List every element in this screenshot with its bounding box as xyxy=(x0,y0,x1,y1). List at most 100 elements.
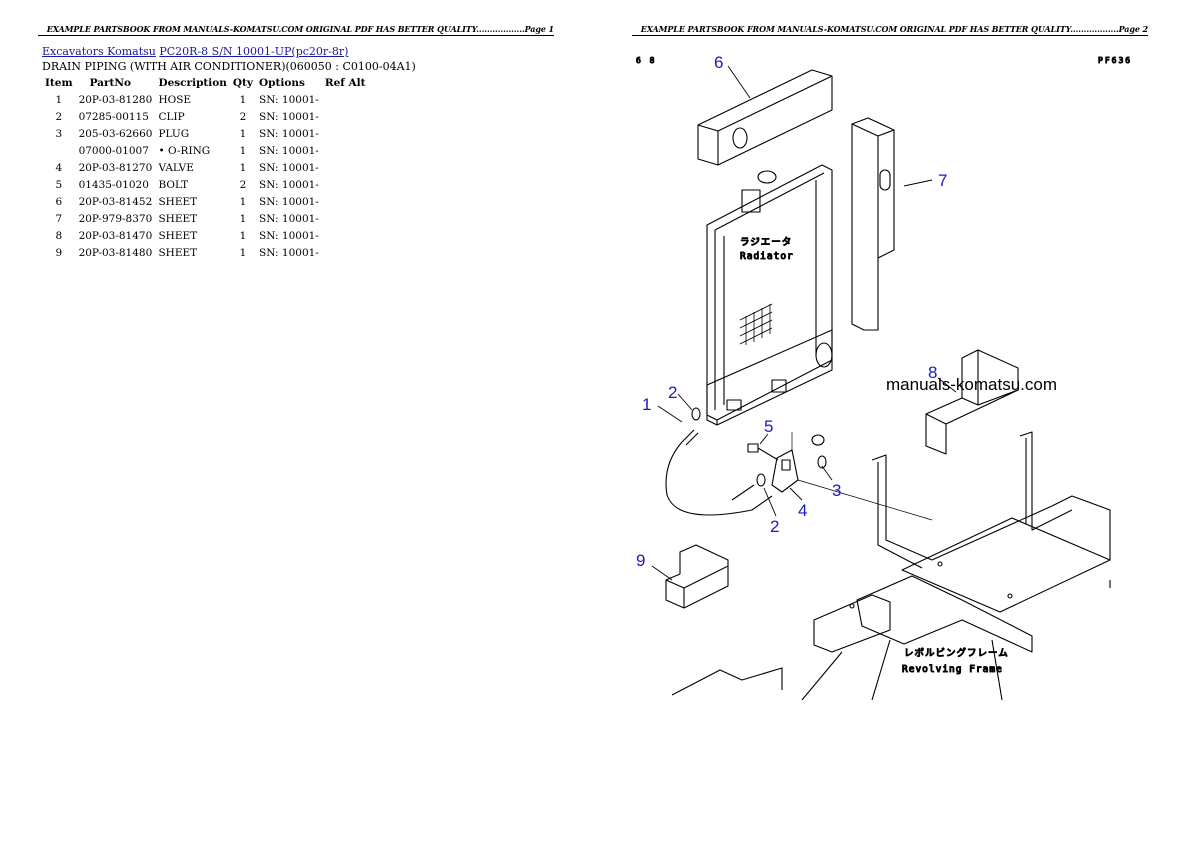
hose-1-part xyxy=(665,429,773,516)
qty-cell: 1 xyxy=(239,195,247,208)
ref-alt-cell xyxy=(322,91,369,108)
options-cell: SN: 10001- xyxy=(259,144,319,157)
parts-diagram: 6 8 PF636 xyxy=(635,53,1132,700)
column-header-item: Item xyxy=(45,77,73,89)
item-cell: 7 xyxy=(55,212,63,225)
radiator-part xyxy=(706,164,833,426)
breadcrumb-link-model[interactable]: PC20R-8 S/N 10001-UP(pc20r-8r) xyxy=(159,45,349,58)
frame-label-en: Revolving Frame xyxy=(902,664,1003,675)
description-cell: SHEET xyxy=(158,212,198,225)
partno-cell: 20P-03-81452 xyxy=(78,195,153,208)
item-cell: 1 xyxy=(55,93,63,106)
callout-2-lower: 2 xyxy=(770,517,779,536)
table-header-row: Item PartNo Description Qty Options Ref … xyxy=(42,76,368,91)
description-cell: SHEET xyxy=(158,229,198,242)
clip-2-lower-part xyxy=(756,473,766,487)
partno-cell: 205-03-62660 xyxy=(78,127,153,140)
partno-cell: 20P-03-81280 xyxy=(78,93,153,106)
qty-cell: 1 xyxy=(239,212,247,225)
partno-cell: 20P-03-81470 xyxy=(78,229,153,242)
qty-cell: 1 xyxy=(239,93,247,106)
plug-3-part xyxy=(811,434,827,469)
description-cell: • O-RING xyxy=(158,144,211,157)
radiator-label-jp: ラジエータ xyxy=(740,237,792,248)
column-header-description: Description xyxy=(158,77,227,89)
item-cell xyxy=(42,142,76,159)
ref-alt-cell xyxy=(322,193,369,210)
ref-alt-cell xyxy=(322,125,369,142)
sheet-9-part xyxy=(665,544,729,609)
column-header-partno: PartNo xyxy=(89,77,131,89)
radiator-label-en: Radiator xyxy=(740,251,794,262)
partno-cell: 20P-03-81270 xyxy=(78,161,153,174)
ref-alt-cell xyxy=(322,210,369,227)
sheet-6-part xyxy=(697,69,833,166)
callout-9: 9 xyxy=(636,551,645,570)
ref-alt-cell xyxy=(322,244,369,261)
partno-cell: 20P-03-81480 xyxy=(78,246,153,259)
table-row: 9 20P-03-81480 SHEET 1 SN: 10001- xyxy=(42,244,368,261)
partno-cell: 01435-01020 xyxy=(78,178,149,191)
ref-alt-cell xyxy=(322,142,369,159)
frame-label-jp: レボルビングフレーム xyxy=(904,647,1009,659)
sheet-7-part xyxy=(851,117,895,331)
page-header: EXAMPLE PARTSBOOK FROM MANUALS-KOMATSU.C… xyxy=(38,24,554,36)
description-cell: SHEET xyxy=(158,246,198,259)
qty-cell: 1 xyxy=(239,246,247,259)
clip-2-upper-part xyxy=(691,407,701,421)
ref-alt-cell xyxy=(322,159,369,176)
partno-cell: 20P-979-8370 xyxy=(78,212,153,225)
ref-alt-cell xyxy=(322,108,369,125)
ref-alt-cell xyxy=(322,227,369,244)
callout-5: 5 xyxy=(764,417,773,436)
item-cell: 9 xyxy=(55,246,63,259)
table-row: 8 20P-03-81470 SHEET 1 SN: 10001- xyxy=(42,227,368,244)
diagram-corner-right: PF636 xyxy=(1098,56,1132,65)
page-1: EXAMPLE PARTSBOOK FROM MANUALS-KOMATSU.C… xyxy=(38,0,598,842)
item-cell: 8 xyxy=(55,229,63,242)
qty-cell: 1 xyxy=(239,161,247,174)
options-cell: SN: 10001- xyxy=(259,212,319,225)
column-header-ref-alt: Ref Alt xyxy=(324,77,366,89)
description-cell: PLUG xyxy=(158,127,190,140)
qty-cell: 2 xyxy=(239,178,247,191)
callout-8: 8 xyxy=(928,363,937,382)
callout-4: 4 xyxy=(798,501,807,520)
options-cell: SN: 10001- xyxy=(259,127,319,140)
sheet-8-part xyxy=(925,349,1019,455)
page-2: EXAMPLE PARTSBOOK FROM MANUALS-KOMATSU.C… xyxy=(632,0,1190,842)
callout-3: 3 xyxy=(832,481,841,500)
description-cell: CLIP xyxy=(158,110,185,123)
diagram-corner-left: 6 8 xyxy=(636,56,656,65)
bolt-5-part xyxy=(747,443,779,461)
description-cell: BOLT xyxy=(158,178,189,191)
callout-7: 7 xyxy=(938,171,947,190)
options-cell: SN: 10001- xyxy=(259,229,319,242)
page-header: EXAMPLE PARTSBOOK FROM MANUALS-KOMATSU.C… xyxy=(632,24,1148,36)
callout-1: 1 xyxy=(642,395,651,414)
options-cell: SN: 10001- xyxy=(259,93,319,106)
breadcrumb-link-category[interactable]: Excavators Komatsu xyxy=(42,45,156,58)
callout-2-upper: 2 xyxy=(668,383,677,402)
column-header-options: Options xyxy=(259,77,305,89)
options-cell: SN: 10001- xyxy=(259,178,319,191)
breadcrumb: Excavators Komatsu PC20R-8 S/N 10001-UP(… xyxy=(42,45,348,58)
revolving-frame-part xyxy=(671,431,1111,700)
qty-cell: 1 xyxy=(239,229,247,242)
table-row: 7 20P-979-8370 SHEET 1 SN: 10001- xyxy=(42,210,368,227)
options-cell: SN: 10001- xyxy=(259,195,319,208)
parts-table: Item PartNo Description Qty Options Ref … xyxy=(42,76,368,261)
options-cell: SN: 10001- xyxy=(259,246,319,259)
partno-cell: 07000-01007 xyxy=(78,144,149,157)
item-cell: 2 xyxy=(55,110,63,123)
watermark: manuals-komatsu.com xyxy=(886,375,1057,394)
callout-6: 6 xyxy=(714,53,723,72)
valve-4-part xyxy=(771,449,799,493)
item-cell: 3 xyxy=(55,127,63,140)
